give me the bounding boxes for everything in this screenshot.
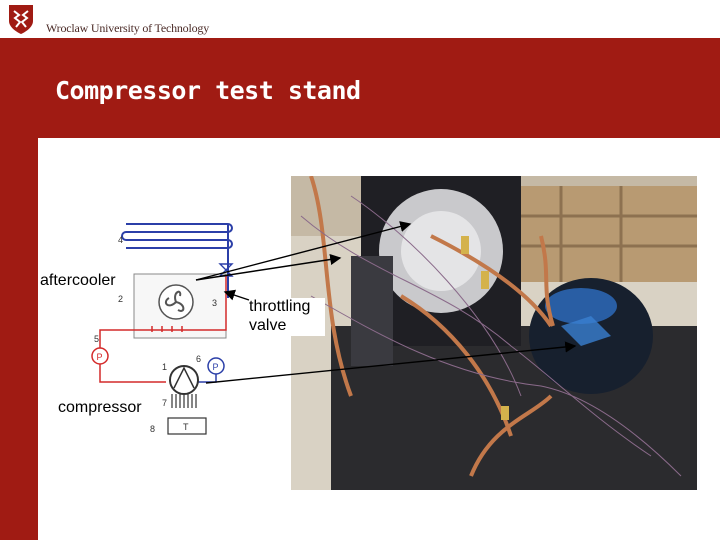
left-accent-strip bbox=[0, 38, 38, 540]
compressor-mount bbox=[171, 394, 197, 408]
fan-blades bbox=[165, 290, 185, 312]
compressor-label: compressor bbox=[58, 399, 142, 418]
node-label-5: 5 bbox=[94, 334, 99, 344]
node-label-8: 8 bbox=[150, 424, 155, 434]
wooden-crate bbox=[521, 186, 697, 282]
test-stand-photo bbox=[291, 176, 697, 490]
svg-text:P: P bbox=[97, 352, 103, 362]
node-label-3: 3 bbox=[212, 298, 217, 308]
heater-ticks bbox=[151, 326, 183, 332]
node-label-1: 1 bbox=[162, 362, 167, 372]
aftercooler-label: aftercooler bbox=[40, 272, 116, 291]
node-label-2: 2 bbox=[118, 294, 123, 304]
thermostat-tank bbox=[167, 417, 207, 435]
title-band: Compressor test stand bbox=[38, 38, 720, 138]
refrigeration-schematic: 4 2 3 P 5 P 6 1 7 T 8 bbox=[91, 223, 234, 435]
slide-title: Compressor test stand bbox=[55, 76, 361, 105]
compressor-symbol bbox=[169, 365, 199, 395]
header-bar: Wroclaw University of Technology bbox=[0, 0, 720, 38]
throttling-label-line1: throttling bbox=[249, 298, 311, 315]
discharge-line bbox=[99, 329, 166, 383]
university-name: Wroclaw University of Technology bbox=[46, 21, 210, 35]
university-crest-icon bbox=[9, 5, 33, 34]
node-label-6: 6 bbox=[196, 354, 201, 364]
svg-text:T: T bbox=[183, 422, 189, 432]
node-label-7: 7 bbox=[162, 398, 167, 408]
throttling-valve-label: throttling valve bbox=[249, 298, 325, 336]
node-label-4: 4 bbox=[118, 235, 123, 245]
svg-text:P: P bbox=[213, 362, 219, 372]
throttling-label-line2: valve bbox=[249, 316, 287, 334]
